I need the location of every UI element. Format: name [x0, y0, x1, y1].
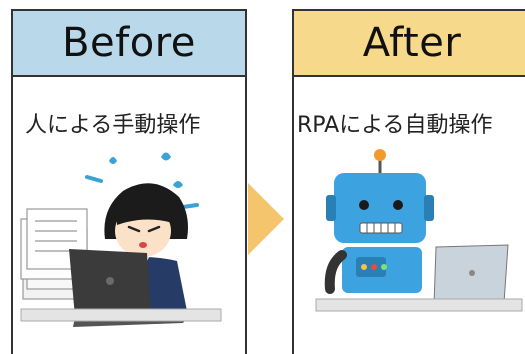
paper-stack [20, 208, 88, 300]
robot-head [326, 173, 434, 243]
sweat-drop-icon [161, 152, 171, 161]
desk [315, 298, 523, 312]
sweat-drop-icon [173, 181, 183, 188]
after-caption: RPAによる自動操作 [297, 113, 493, 138]
robot-worker-illustration [315, 149, 523, 312]
sweat-drop-icon [109, 157, 117, 164]
after-header: After [294, 11, 525, 77]
desk [20, 308, 222, 322]
human-worker-illustration [20, 152, 222, 327]
robot-body [324, 247, 422, 294]
right-arrow-icon [248, 183, 284, 255]
before-panel: Before 人による手動操作 [11, 9, 247, 354]
before-caption: 人による手動操作 [25, 113, 201, 138]
after-panel: After RPAによる自動操作 [292, 9, 525, 354]
antenna-light [374, 149, 386, 161]
before-header: Before [13, 11, 245, 77]
